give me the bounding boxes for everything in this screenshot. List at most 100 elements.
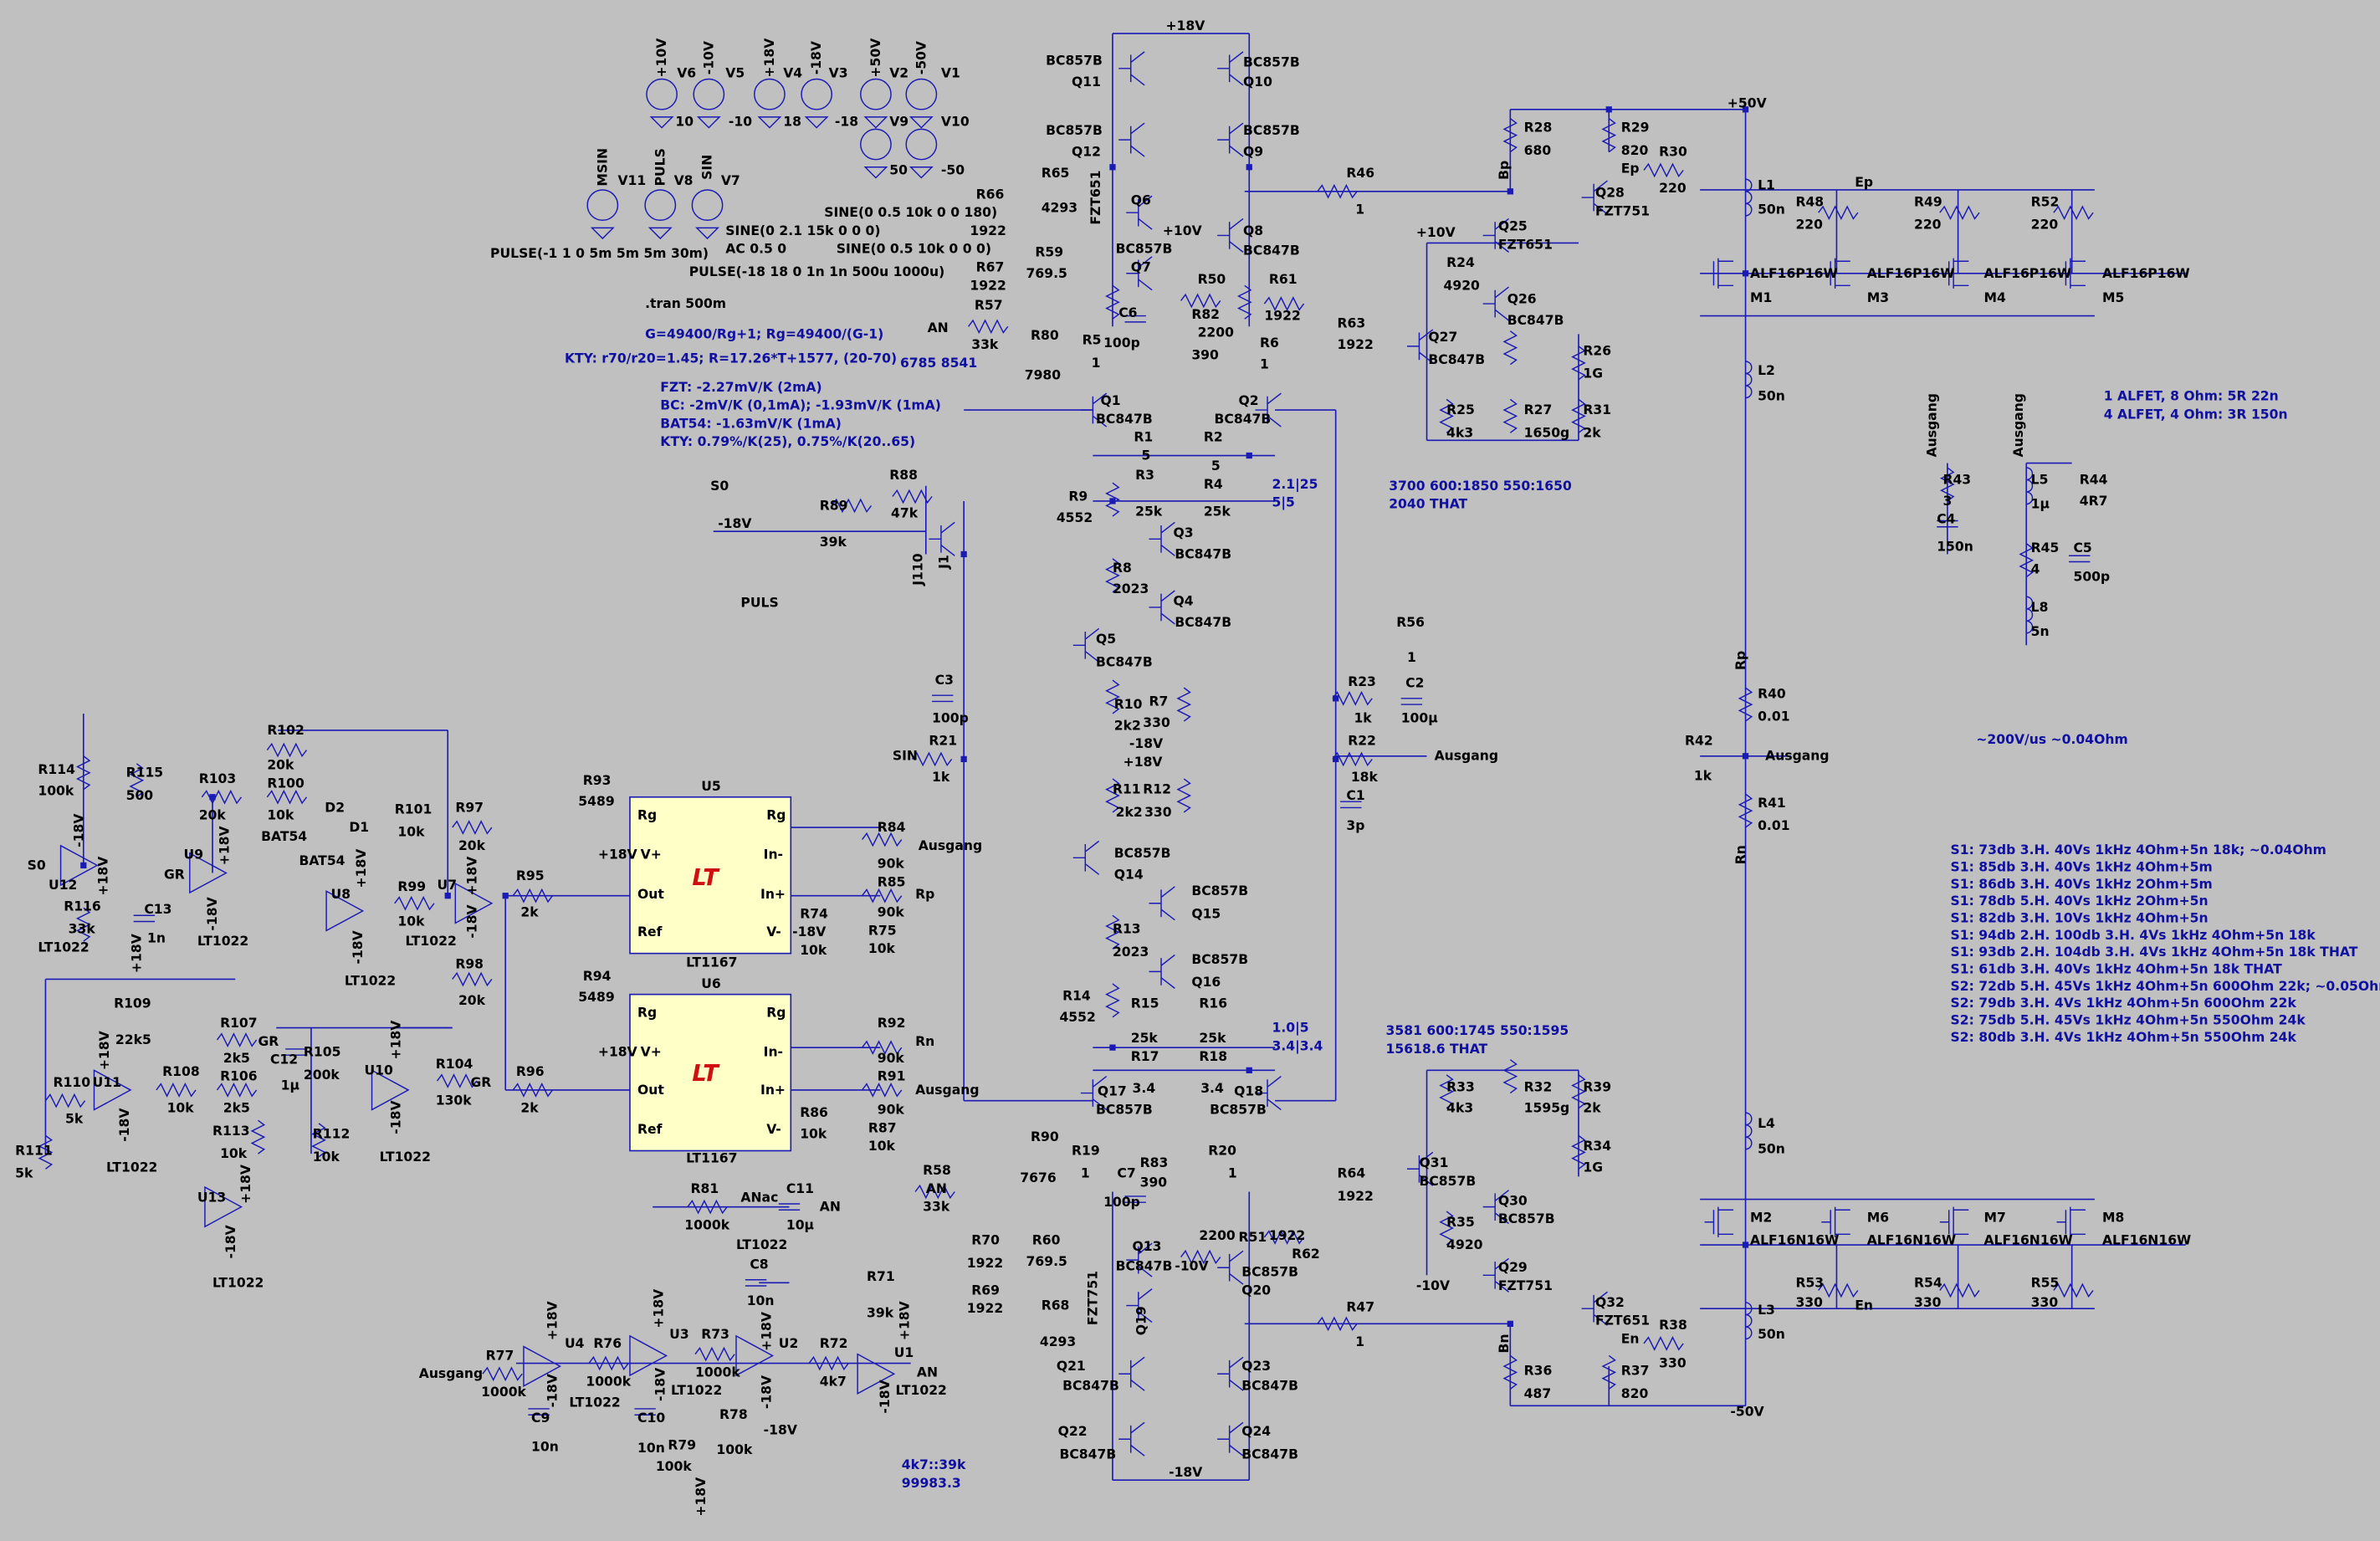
transistor-symbol[interactable] [1217,51,1244,86]
resistor-symbol[interactable] [1105,284,1120,320]
capacitor-symbol[interactable] [528,1408,550,1416]
resistor-symbol[interactable] [1502,1059,1518,1094]
transistor-symbol[interactable] [1118,51,1145,86]
resistor-symbol[interactable] [1818,205,1859,221]
resistor-symbol[interactable] [1105,983,1120,1018]
inductor-symbol[interactable] [2026,596,2034,634]
transistor-symbol[interactable] [1482,1190,1509,1225]
opamp-lt1022-symbol[interactable] [325,890,365,932]
inductor-symbol[interactable] [1745,1302,1753,1340]
resistor-symbol[interactable] [862,888,903,904]
resistor-symbol[interactable] [1105,679,1120,714]
resistor-symbol[interactable] [311,1123,326,1158]
resistor-symbol[interactable] [1439,1211,1455,1246]
capacitor-symbol[interactable] [634,1408,656,1416]
resistor-symbol[interactable] [266,789,308,805]
resistor-symbol[interactable] [201,789,243,805]
resistor-symbol[interactable] [436,1073,478,1088]
transistor-symbol[interactable] [1482,286,1509,321]
transistor-symbol[interactable] [1255,392,1282,427]
resistor-symbol[interactable] [1317,1316,1358,1332]
resistor-symbol[interactable] [1236,284,1252,320]
resistor-symbol[interactable] [1180,1249,1221,1265]
transistor-symbol[interactable] [1581,180,1608,215]
voltage-source-symbol[interactable] [905,128,938,161]
resistor-symbol[interactable] [1263,296,1305,311]
transistor-symbol[interactable] [1217,1356,1244,1391]
resistor-symbol[interactable] [452,820,493,835]
resistor-symbol[interactable] [1571,1074,1586,1109]
resistor-symbol[interactable] [911,751,953,767]
resistor-symbol[interactable] [1176,778,1192,813]
transistor-symbol[interactable] [1149,521,1175,556]
resistor-symbol[interactable] [250,1119,266,1154]
resistor-symbol[interactable] [1263,1230,1305,1245]
resistor-symbol[interactable] [1939,205,1980,221]
resistor-symbol[interactable] [1940,467,1955,502]
transistor-symbol[interactable] [1080,1076,1108,1111]
resistor-symbol[interactable] [968,319,1009,335]
inductor-symbol[interactable] [1745,361,1753,399]
resistor-symbol[interactable] [1105,482,1120,517]
voltage-source-symbol[interactable] [905,78,938,110]
lt1167-u5-body[interactable] [629,796,792,955]
resistor-symbol[interactable] [1439,398,1455,433]
mosfet-symbol[interactable] [1939,258,1969,289]
voltage-source-symbol[interactable] [644,189,677,222]
resistor-symbol[interactable] [892,489,933,504]
capacitor-symbol[interactable] [1124,315,1146,323]
resistor-symbol[interactable] [2053,1282,2094,1298]
mosfet-symbol[interactable] [1704,1206,1734,1237]
resistor-symbol[interactable] [1571,346,1586,381]
mosfet-symbol[interactable] [1704,258,1734,289]
resistor-symbol[interactable] [75,755,91,791]
capacitor-symbol[interactable] [133,914,156,923]
resistor-symbol[interactable] [1939,1282,1980,1298]
resistor-symbol[interactable] [75,907,91,942]
resistor-symbol[interactable] [831,498,873,514]
resistor-symbol[interactable] [1105,914,1120,950]
capacitor-symbol[interactable] [745,1279,767,1287]
transistor-symbol[interactable] [1126,256,1153,291]
resistor-symbol[interactable] [588,1355,629,1371]
resistor-symbol[interactable] [1738,687,1753,722]
capacitor-symbol[interactable] [285,1048,307,1056]
capacitor-symbol[interactable] [1124,1195,1146,1203]
transistor-symbol[interactable] [1149,886,1175,921]
transistor-symbol[interactable] [1406,329,1434,364]
capacitor-symbol[interactable] [2069,555,2091,563]
transistor-symbol[interactable] [929,521,955,556]
opamp-lt1022-symbol[interactable] [371,1069,410,1111]
inductor-symbol[interactable] [1745,1112,1753,1150]
resistor-symbol[interactable] [1317,183,1358,199]
mosfet-symbol[interactable] [2056,258,2086,289]
resistor-symbol[interactable] [1502,398,1518,433]
opamp-lt1022-symbol[interactable] [204,1185,243,1228]
resistor-symbol[interactable] [216,1032,258,1047]
transistor-symbol[interactable] [1126,195,1153,230]
opamp-lt1022-symbol[interactable] [523,1345,562,1387]
capacitor-symbol[interactable] [932,694,954,703]
resistor-symbol[interactable] [1502,1354,1518,1390]
transistor-symbol[interactable] [1482,218,1509,253]
resistor-symbol[interactable] [2019,543,2035,578]
capacitor-symbol[interactable] [1937,520,1958,528]
voltage-source-symbol[interactable] [860,128,892,161]
resistor-symbol[interactable] [914,1184,955,1200]
resistor-symbol[interactable] [1332,690,1373,706]
resistor-symbol[interactable] [1601,118,1617,153]
resistor-symbol[interactable] [266,742,308,758]
resistor-symbol[interactable] [394,895,435,911]
resistor-symbol[interactable] [1332,751,1373,767]
mosfet-symbol[interactable] [1821,1206,1850,1237]
resistor-symbol[interactable] [1105,778,1120,813]
opamp-lt1022-symbol[interactable] [735,1334,775,1377]
transistor-symbol[interactable] [1482,1257,1509,1293]
transistor-symbol[interactable] [1217,218,1244,253]
voltage-source-symbol[interactable] [801,78,833,110]
resistor-symbol[interactable] [129,763,145,798]
transistor-symbol[interactable] [1072,627,1100,663]
resistor-symbol[interactable] [1643,1336,1684,1351]
mosfet-symbol[interactable] [2056,1206,2086,1237]
opamp-lt1022-symbol[interactable] [93,1069,132,1111]
